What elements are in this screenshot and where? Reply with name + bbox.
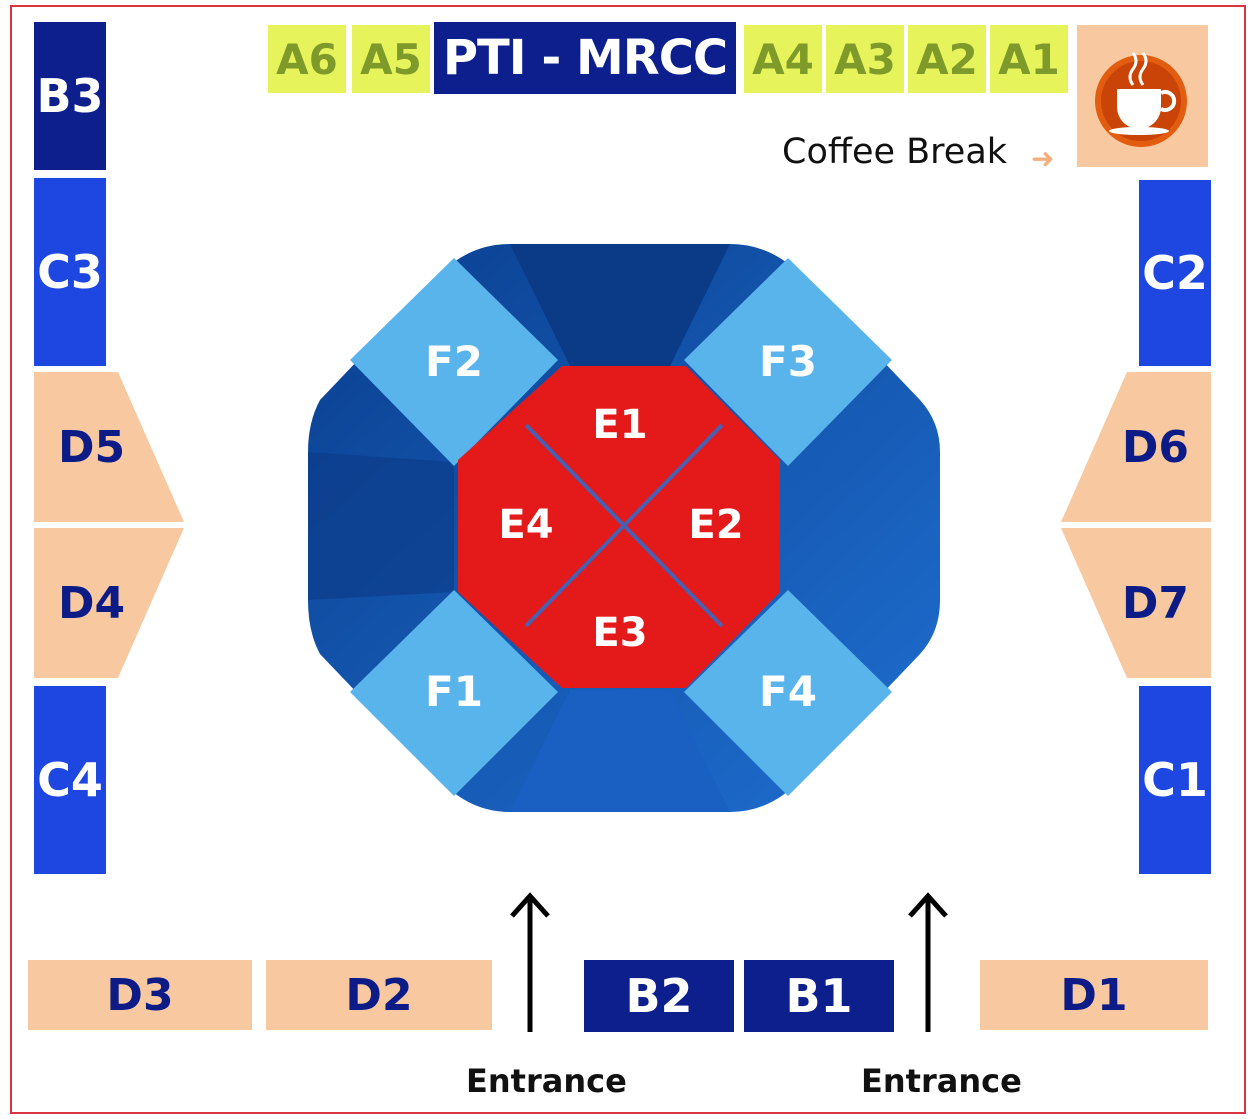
- booth-e1-label: E1: [592, 402, 647, 448]
- booth-e3-label: E3: [592, 610, 647, 656]
- entrance-label: Entrance: [466, 1062, 627, 1100]
- booth-b1[interactable]: B1: [744, 960, 894, 1032]
- booth-e-divider: [524, 423, 724, 628]
- floor-plan-frame: [10, 5, 1246, 1114]
- booth-f4-label: F4: [759, 667, 817, 716]
- booth-f3[interactable]: [684, 258, 892, 466]
- booth-c4[interactable]: C4: [34, 686, 106, 874]
- booth-c1[interactable]: C1: [1139, 686, 1211, 874]
- booth-c3[interactable]: C3: [34, 178, 106, 366]
- entrance-arrow-icon: [908, 892, 948, 1032]
- booth-a3[interactable]: A3: [826, 25, 904, 93]
- booth-d1[interactable]: D1: [980, 960, 1208, 1030]
- island-ring-top: [510, 244, 730, 366]
- booth-b2[interactable]: B2: [584, 960, 734, 1032]
- coffee-break-area[interactable]: [1077, 25, 1208, 167]
- booth-d3[interactable]: D3: [28, 960, 252, 1030]
- arrow-right-icon: ➜: [1031, 142, 1055, 175]
- booth-f3-label: F3: [759, 337, 817, 386]
- booth-e4-label: E4: [498, 502, 553, 548]
- booth-f2[interactable]: [350, 258, 558, 466]
- booth-e2-label: E2: [688, 502, 743, 548]
- booth-f1-label: F1: [425, 667, 483, 716]
- booth-a5[interactable]: A5: [352, 25, 430, 93]
- booth-a6[interactable]: A6: [268, 25, 346, 93]
- organizer-title: PTI - MRCC: [434, 22, 736, 94]
- booth-f1[interactable]: [350, 590, 558, 796]
- island-ring-left: [308, 452, 454, 600]
- booth-a2[interactable]: A2: [908, 25, 986, 93]
- booth-d2[interactable]: D2: [266, 960, 492, 1030]
- central-island: F2 F3 F1 F4 E1 E2 E3 E4: [308, 244, 940, 812]
- coffee-break-label: Coffee Break: [782, 132, 1008, 172]
- entrance-label: Entrance: [861, 1062, 1022, 1100]
- booth-f2-label: F2: [425, 337, 483, 386]
- booth-c2[interactable]: C2: [1139, 180, 1211, 366]
- entrance-arrow-icon: [510, 892, 550, 1032]
- booth-b3[interactable]: B3: [34, 22, 106, 170]
- island-ring-bottom: [510, 690, 730, 812]
- booth-f4[interactable]: [684, 590, 892, 796]
- booth-a1[interactable]: A1: [990, 25, 1068, 93]
- booth-a4[interactable]: A4: [744, 25, 822, 93]
- coffee-cup-icon: [1095, 52, 1187, 147]
